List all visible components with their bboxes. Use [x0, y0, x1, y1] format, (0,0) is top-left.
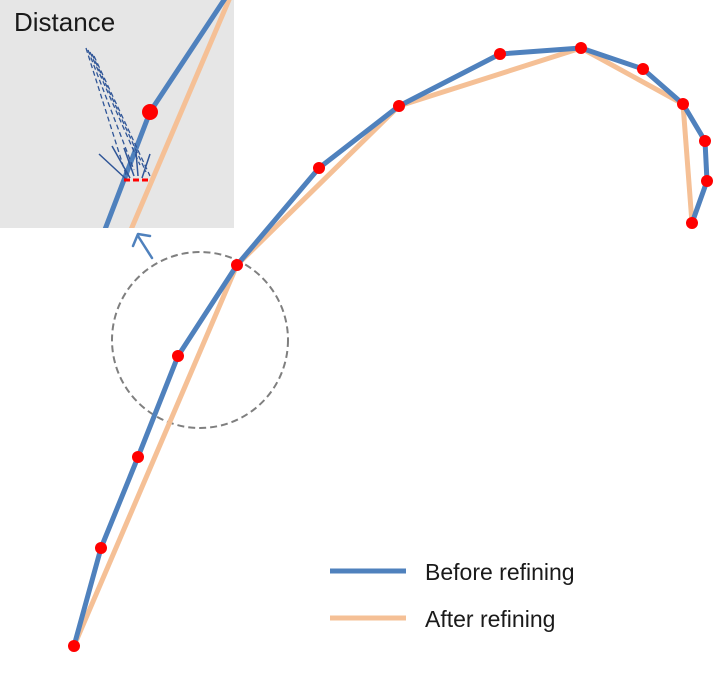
legend-after-label: After refining — [425, 606, 555, 632]
point — [637, 63, 649, 75]
point — [699, 135, 711, 147]
point — [575, 42, 587, 54]
point — [686, 217, 698, 229]
point — [68, 640, 80, 652]
zoom-arrow — [131, 232, 154, 260]
distance-rays — [85, 47, 151, 179]
control-points — [68, 42, 713, 652]
point — [701, 175, 713, 187]
zoom-circle — [111, 251, 289, 429]
point — [231, 259, 243, 271]
inset-panel: Distance — [0, 0, 234, 228]
point — [172, 350, 184, 362]
legend-before-label: Before refining — [425, 559, 575, 585]
point — [95, 542, 107, 554]
inset-label: Distance — [14, 7, 115, 37]
after-refining-line — [71, 45, 695, 649]
legend: Before refining After refining — [330, 559, 575, 632]
point — [393, 100, 405, 112]
before-refining-line — [71, 45, 710, 649]
inset-after-line — [128, 0, 232, 228]
distance-arrows — [98, 145, 151, 180]
point — [677, 98, 689, 110]
point — [494, 48, 506, 60]
inset-point — [142, 104, 158, 120]
point — [132, 451, 144, 463]
point — [313, 162, 325, 174]
